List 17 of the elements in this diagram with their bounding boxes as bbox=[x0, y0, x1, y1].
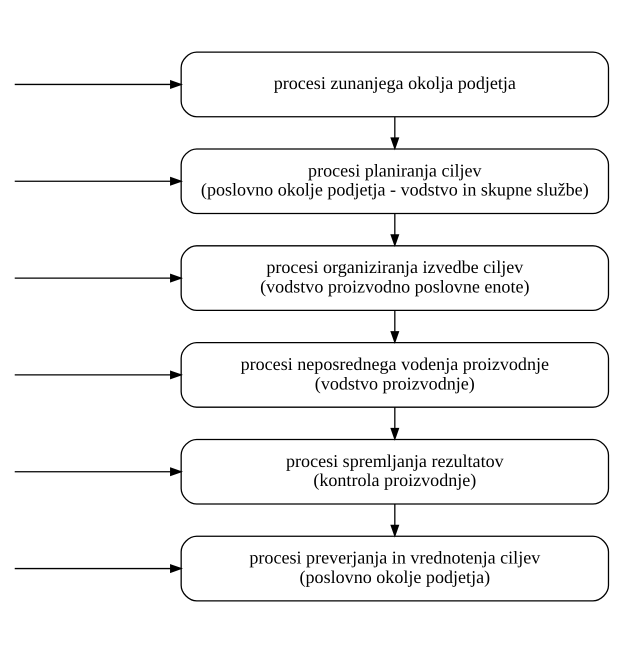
node-box: procesi neposrednega vodenja proizvodnje (vodstvo proizvodnje) bbox=[180, 342, 610, 408]
node-box: procesi preverjanja in vrednotenja ciljev (poslovno okolje podjetja) bbox=[180, 536, 610, 602]
arrow bbox=[14, 176, 183, 186]
arrow bbox=[390, 504, 400, 538]
arrow bbox=[390, 117, 400, 150]
node-box: procesi spremljanja rezultatov (kontrola proizvodnje) bbox=[180, 438, 610, 505]
arrow bbox=[390, 214, 400, 248]
arrow bbox=[14, 467, 183, 476]
arrow bbox=[390, 408, 400, 441]
arrow bbox=[14, 370, 183, 380]
node-box: procesi zunanjega okolja podjetja bbox=[180, 52, 610, 118]
arrow bbox=[14, 564, 183, 574]
node-box: procesi organiziranja izvedbe ciljev (vodstvo proizvodno poslovne enote) bbox=[180, 245, 610, 311]
arrow bbox=[14, 274, 183, 283]
arrow bbox=[14, 80, 183, 89]
node-box: procesi planiranja ciljev (poslovno okolje podjetja - vodstvo in skupne službe) bbox=[180, 148, 610, 214]
arrow bbox=[390, 310, 400, 344]
